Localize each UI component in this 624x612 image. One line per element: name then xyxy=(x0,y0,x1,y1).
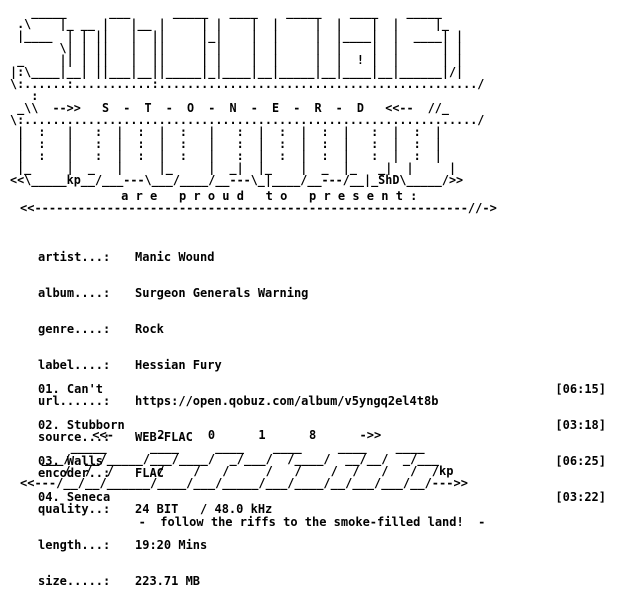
info-label: size.....: xyxy=(38,574,111,588)
info-value: WEB-FLAC xyxy=(135,430,193,444)
info-label: quality..: xyxy=(38,502,111,516)
presents-text: a r e p r o u d t o p r e s e n t : xyxy=(121,189,418,203)
info-label: url......: xyxy=(38,394,111,408)
header-ascii-art: _____ ___ _____ ____ _____ ____ _____ .\… xyxy=(10,5,485,187)
info-value: 223.71 MB xyxy=(135,574,201,588)
track-row: 03. Walls [06:25] xyxy=(38,455,606,467)
info-value: FLAC xyxy=(135,466,164,480)
info-value: 19:20 Mins xyxy=(135,538,208,552)
info-row-artist: artist...: Manic Wound xyxy=(38,251,438,263)
info-label: label....: xyxy=(38,358,111,372)
track-duration: [06:25] xyxy=(555,454,606,468)
track-row: 02. Stubborn [03:18] xyxy=(38,419,606,431)
info-label: encoder..: xyxy=(38,466,111,480)
presents-subtitle: a r e p r o u d t o p r e s e n t : xyxy=(20,190,417,202)
info-value: Hessian Fury xyxy=(135,358,222,372)
divider-line: <<--------------------------------------… xyxy=(20,201,497,215)
info-label: length...: xyxy=(38,538,111,552)
info-row-genre: genre....: Rock xyxy=(38,323,438,335)
info-row-url: url......: https://open.qobuz.com/album/v… xyxy=(38,395,438,407)
footer-tagline: - follow the riffs to the smoke-filled l… xyxy=(138,515,486,529)
info-label: artist...: xyxy=(38,250,111,264)
info-row-size: size.....: 223.71 MB xyxy=(38,575,438,587)
info-value: 24 BIT / 48.0 kHz xyxy=(135,502,273,516)
info-value: Surgeon Generals Warning xyxy=(135,286,309,300)
info-value: Manic Wound xyxy=(135,250,215,264)
track-title: 03. Walls xyxy=(38,454,104,468)
info-row-label: label....: Hessian Fury xyxy=(38,359,438,371)
track-title: 02. Stubborn xyxy=(38,418,125,432)
track-duration: [03:22] xyxy=(555,490,606,504)
track-title: 01. Can't xyxy=(38,382,104,396)
track-row: 01. Can't [06:15] xyxy=(38,383,606,395)
info-row-quality: quality..: 24 BIT / 48.0 kHz xyxy=(38,503,438,515)
track-row: 04. Seneca [03:22] xyxy=(38,491,606,503)
info-row-album: album....: Surgeon Generals Warning xyxy=(38,287,438,299)
year-ascii-art: <<- 2 0 1 8 ->> _____ ____ ____ ____ ___… xyxy=(20,428,468,490)
info-row-source: source...: WEB-FLAC xyxy=(38,431,438,443)
track-title: 04. Seneca xyxy=(38,490,111,504)
tracklist: 01. Can't [06:15] 02. Stubborn [03:18] 03.… xyxy=(38,359,606,527)
nfo-document: _____ ___ _____ ____ _____ ____ _____ .\… xyxy=(10,5,606,587)
info-label: source...: xyxy=(38,430,111,444)
info-value: Rock xyxy=(135,322,164,336)
info-label: genre....: xyxy=(38,322,111,336)
track-duration: [03:18] xyxy=(555,418,606,432)
info-row-length: length...: 19:20 Mins xyxy=(38,539,438,551)
track-duration: [06:15] xyxy=(555,382,606,396)
info-row-encoder: encoder..: FLAC xyxy=(38,467,438,479)
info-value-url[interactable]: https://open.qobuz.com/album/v5yngq2el4t… xyxy=(135,394,439,408)
info-label: album....: xyxy=(38,286,111,300)
